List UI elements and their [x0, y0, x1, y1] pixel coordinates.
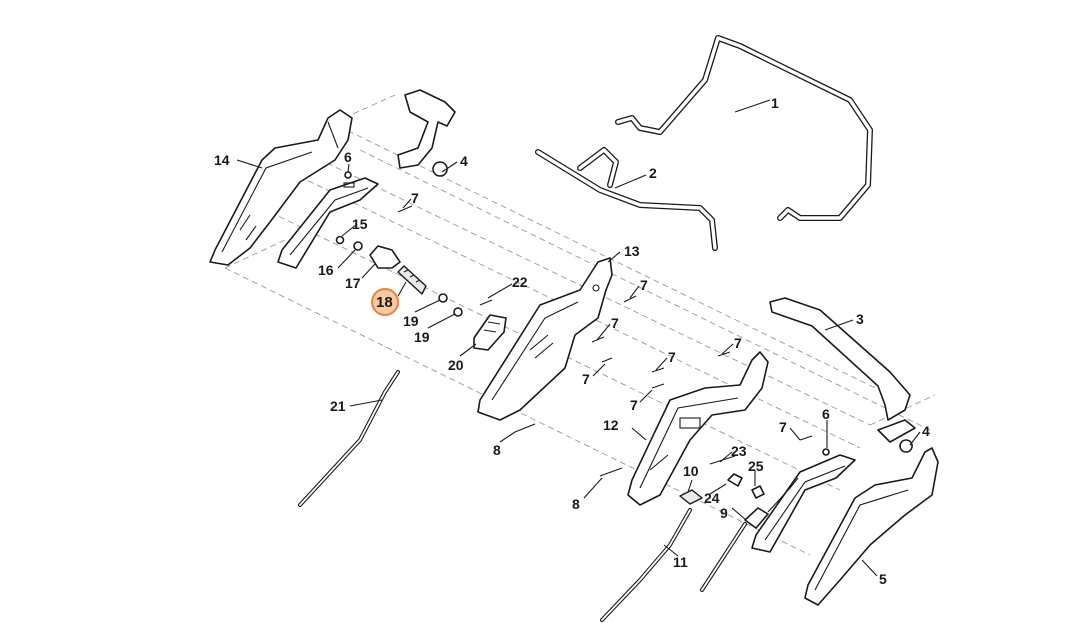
left-frame-bracket [277, 177, 379, 269]
callout-7-d[interactable]: 7 [582, 371, 590, 387]
callout-8-right[interactable]: 8 [572, 496, 580, 512]
callout-7-h[interactable]: 7 [779, 419, 787, 435]
callout-7-g[interactable]: 7 [734, 335, 742, 351]
callout-1[interactable]: 1 [771, 95, 779, 111]
callout-4-right[interactable]: 4 [922, 423, 930, 439]
washers [335, 235, 463, 317]
part-12-right-lower-handle[interactable] [627, 351, 769, 506]
callout-17[interactable]: 17 [345, 275, 361, 291]
callout-8-left[interactable]: 8 [493, 442, 501, 458]
part-17-knob-cap[interactable] [369, 245, 401, 269]
callout-21[interactable]: 21 [330, 398, 346, 414]
callout-6-right[interactable]: 6 [822, 406, 830, 422]
part-4-top-lever[interactable] [397, 89, 456, 177]
callout-16[interactable]: 16 [318, 262, 334, 278]
callout-7-e[interactable]: 7 [668, 349, 676, 365]
callout-5[interactable]: 5 [879, 571, 887, 587]
part-9-cable-sleeve[interactable] [700, 477, 799, 592]
callout-15[interactable]: 15 [352, 216, 368, 232]
callout-6-left[interactable]: 6 [344, 149, 352, 165]
highlight-marker-18 [371, 288, 399, 316]
callout-25[interactable]: 25 [748, 458, 764, 474]
callout-7-a[interactable]: 7 [411, 190, 419, 206]
part-10-clip[interactable] [679, 489, 703, 505]
callout-11[interactable]: 11 [673, 554, 688, 570]
part-3-lower-tube[interactable] [769, 297, 911, 421]
callout-20[interactable]: 20 [448, 357, 464, 373]
part-20-latch-block[interactable] [473, 314, 507, 351]
callout-12[interactable]: 12 [603, 417, 619, 433]
callout-22[interactable]: 22 [512, 274, 528, 290]
part-21-cable[interactable] [298, 370, 400, 507]
callout-7-c[interactable]: 7 [611, 315, 619, 331]
callout-9[interactable]: 9 [720, 505, 728, 521]
callout-7-f[interactable]: 7 [630, 397, 638, 413]
right-frame-bracket [751, 454, 856, 553]
callout-14[interactable]: 14 [214, 152, 230, 168]
callout-7-b[interactable]: 7 [640, 277, 648, 293]
leader-lines [236, 99, 921, 577]
callout-19-a[interactable]: 19 [403, 313, 419, 329]
callout-labels: 1 2 3 4 4 5 6 6 7 7 7 7 7 7 7 7 8 8 9 10… [214, 95, 930, 587]
screws [344, 171, 830, 477]
callout-3[interactable]: 3 [856, 311, 864, 327]
part-14-left-handle-cover[interactable] [209, 109, 353, 266]
part-5-right-handle-cover[interactable] [804, 447, 939, 606]
callout-10[interactable]: 10 [683, 463, 699, 479]
callout-2[interactable]: 2 [649, 165, 657, 181]
part-18-adjustment-bolt[interactable] [397, 265, 427, 295]
part-11-cable[interactable] [600, 508, 692, 622]
part-1-upper-handle[interactable] [615, 35, 873, 221]
callout-13[interactable]: 13 [624, 243, 640, 259]
callout-4-top[interactable]: 4 [460, 153, 468, 169]
callout-19-b[interactable]: 19 [414, 329, 430, 345]
part-13-left-lower-handle[interactable] [477, 257, 613, 421]
callout-23[interactable]: 23 [731, 443, 747, 459]
part-24-25-fittings [727, 473, 765, 499]
part-4-right-bracket [877, 419, 916, 453]
part-2-control-bail[interactable] [535, 147, 718, 251]
callout-18[interactable]: 18 [376, 294, 393, 311]
callout-24[interactable]: 24 [704, 490, 720, 506]
